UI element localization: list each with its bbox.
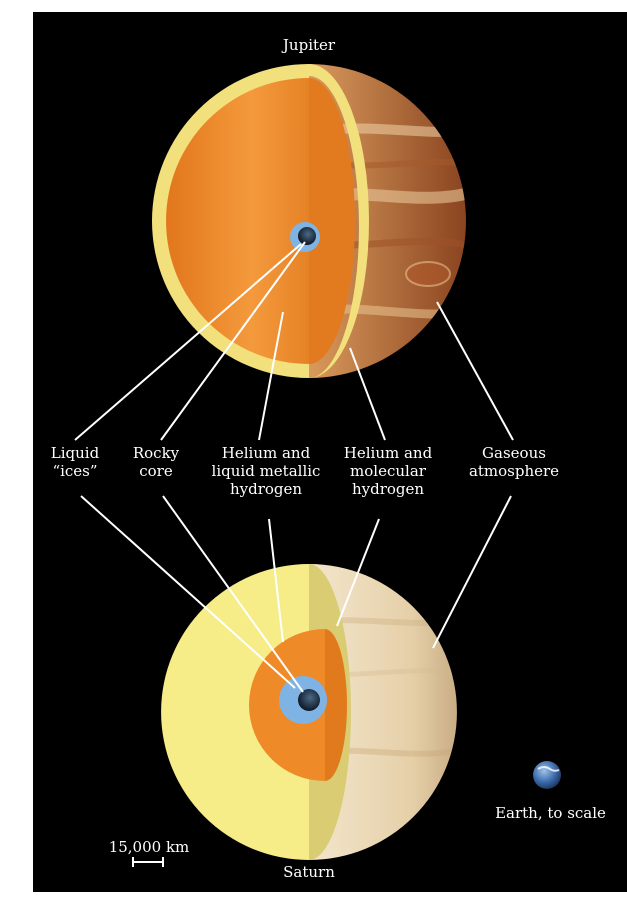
earth-globe — [533, 761, 561, 789]
label-helium-liquid-metallic-hydrogen: Helium and liquid metallic hydrogen — [201, 444, 331, 498]
leader-atmosphere-saturn — [433, 496, 511, 648]
jupiter-metallic-hydrogen-layer — [166, 78, 309, 364]
leader-atmosphere-jupiter — [437, 302, 513, 440]
label-helium-molecular-hydrogen: Helium and molecular hydrogen — [333, 444, 443, 498]
saturn-rocky-core — [298, 689, 320, 711]
scale-bar-label: 15,000 km — [99, 838, 199, 856]
jupiter-rocky-core — [298, 227, 316, 245]
diagram-panel: Jupiter Liquid “ices” Rocky core Helium … — [33, 12, 627, 892]
label-rocky-core: Rocky core — [121, 444, 191, 480]
saturn-title: Saturn — [259, 863, 359, 881]
label-liquid-ices: Liquid “ices” — [35, 444, 115, 480]
scale-bar — [133, 857, 163, 867]
jupiter-title: Jupiter — [259, 36, 359, 54]
earth-label: Earth, to scale — [483, 804, 618, 822]
label-gaseous-atmosphere: Gaseous atmosphere — [459, 444, 569, 480]
